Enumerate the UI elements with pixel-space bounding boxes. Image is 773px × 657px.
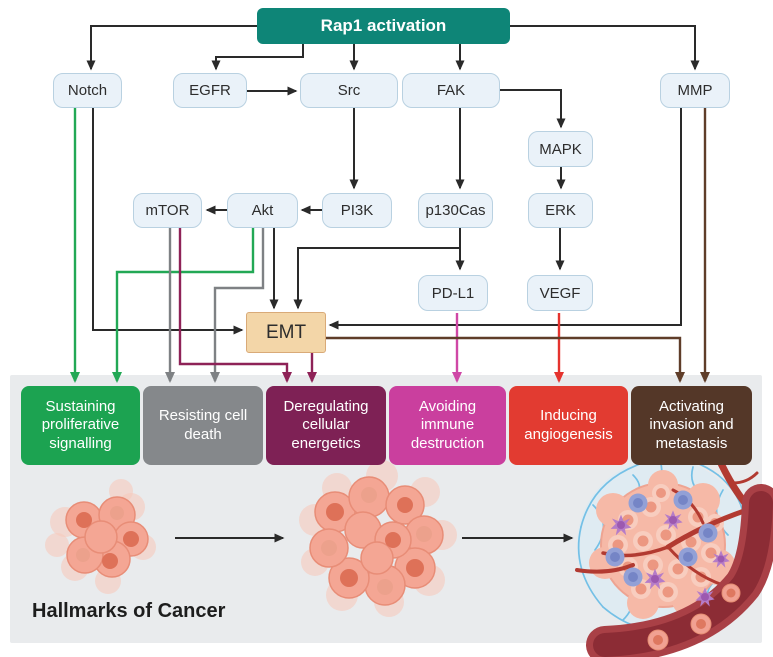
node-erk: ERK xyxy=(528,193,593,228)
node-akt: Akt xyxy=(227,193,298,228)
hallmark-label: Activating invasion and metastasis xyxy=(649,398,734,452)
arrow-mmp-to-emt xyxy=(328,108,682,330)
node-egfr-label: EGFR xyxy=(189,82,231,99)
hallmark-resisting-cell-death: Resisting cell death xyxy=(143,386,263,465)
node-vegf: VEGF xyxy=(527,275,593,311)
hallmark-avoiding-immune-destruction: Avoiding immune destruction xyxy=(389,386,506,465)
node-mapk: MAPK xyxy=(528,131,593,167)
node-p130cas: p130Cas xyxy=(418,193,493,228)
blood-vessel-with-circulating-cells xyxy=(586,484,773,657)
tumor-angiogenesis-illustration xyxy=(575,453,773,657)
large-cell-cluster-illustration xyxy=(299,460,457,617)
node-vegf-label: VEGF xyxy=(539,284,581,302)
node-rap1-activation-label: Rap1 activation xyxy=(320,16,447,35)
hallmark-label: Resisting cell death xyxy=(158,407,248,443)
arrow-emt-to-activating xyxy=(326,336,685,383)
hallmark-deregulating-cellular-energetics: Deregulating cellular energetics xyxy=(266,386,386,465)
node-rap1-activation: Rap1 activation xyxy=(257,8,510,44)
node-egfr: EGFR xyxy=(173,73,247,108)
node-pdl1: PD-L1 xyxy=(418,275,488,311)
cluster-cells xyxy=(65,496,149,578)
arrow-fak-to-mapk xyxy=(500,89,566,129)
node-emt: EMT xyxy=(246,312,326,353)
node-mmp-label: MMP xyxy=(677,82,713,99)
node-fak: FAK xyxy=(402,73,500,108)
arrow-notch-to-emt xyxy=(92,108,244,335)
node-pdl1-label: PD-L1 xyxy=(431,284,475,302)
arrow-rap1-to-notch xyxy=(86,25,257,71)
small-cell-cluster-illustration xyxy=(45,479,156,594)
arrow-p130cas-branch-to-emt xyxy=(293,247,460,310)
arrow-rap1-to-egfr xyxy=(211,44,304,71)
node-mtor: mTOR xyxy=(133,193,202,228)
hallmark-label: Avoiding immune destruction xyxy=(410,398,485,452)
node-erk-label: ERK xyxy=(545,202,576,219)
node-pi3k: PI3K xyxy=(322,193,392,228)
cluster-cells xyxy=(309,476,444,606)
hallmark-label: Sustaining proliferative signalling xyxy=(41,398,120,452)
tumor-purple-immune-cells xyxy=(605,490,730,607)
arrow-mtor-to-deregulating xyxy=(178,228,292,383)
hallmark-sustaining-proliferative-signalling: Sustaining proliferative signalling xyxy=(21,386,140,465)
node-mapk-label: MAPK xyxy=(539,140,582,158)
hallmarks-of-cancer-caption: Hallmarks of Cancer xyxy=(32,600,226,622)
hallmark-inducing-angiogenesis: Inducing angiogenesis xyxy=(509,386,628,465)
node-p130cas-label: p130Cas xyxy=(425,202,486,219)
node-pi3k-label: PI3K xyxy=(340,202,374,219)
node-akt-label: Akt xyxy=(251,202,274,219)
node-emt-label: EMT xyxy=(265,321,307,343)
hallmark-activating-invasion-and-metastasis: Activating invasion and metastasis xyxy=(631,386,752,465)
arrow-akt-to-proliferative xyxy=(112,228,255,383)
node-fak-label: FAK xyxy=(436,82,466,99)
node-mtor-label: mTOR xyxy=(145,202,190,219)
hallmark-label: Deregulating cellular energetics xyxy=(283,398,369,452)
node-src-label: Src xyxy=(337,82,361,99)
arrow-akt-to-resisting xyxy=(210,228,265,383)
node-mmp: MMP xyxy=(660,73,730,108)
node-notch-label: Notch xyxy=(67,82,108,99)
node-notch: Notch xyxy=(53,73,122,108)
hallmark-label: Inducing angiogenesis xyxy=(524,407,613,443)
node-src: Src xyxy=(300,73,398,108)
arrow-rap1-to-mmp xyxy=(510,25,700,71)
